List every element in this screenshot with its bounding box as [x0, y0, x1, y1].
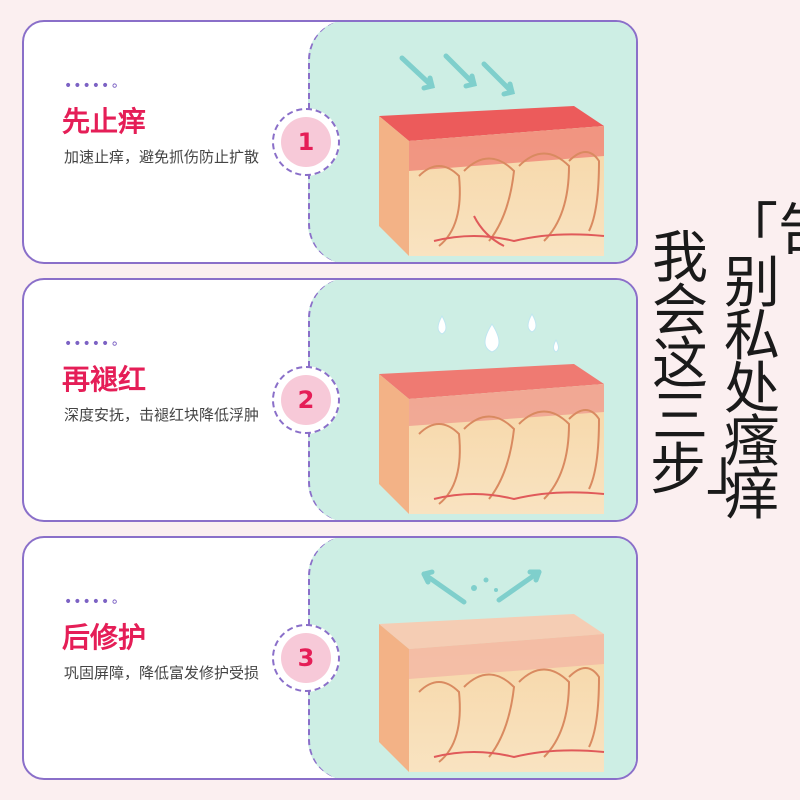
step-number: 1: [281, 117, 331, 167]
decorative-dots: •••••∘: [64, 336, 121, 352]
step-title: 先止痒: [62, 105, 147, 138]
headline-line-2: 我会这三步」: [650, 226, 762, 503]
skin-itch-illustration: [379, 53, 605, 256]
step-card-3: •••••∘ 后修护 巩固屏障，降低富发修护受损 3: [22, 536, 638, 780]
step-card-2: •••••∘ 再褪红 深度安抚，击褪红块降低浮肿 2: [22, 278, 638, 522]
step-number-badge: 1: [272, 108, 340, 176]
headline-line-1: 「告别私处瘙痒: [722, 198, 800, 528]
step-description: 巩固屏障，降低富发修护受损: [64, 664, 260, 682]
step-title: 后修护: [62, 621, 147, 654]
step-title: 再褪红: [62, 363, 147, 396]
step-description: 深度安抚，击褪红块降低浮肿: [64, 406, 260, 424]
step-number: 3: [281, 633, 331, 683]
skin-soothe-illustration: [379, 312, 605, 514]
step-description: 加速止痒，避免抓伤防止扩散: [64, 148, 260, 166]
step-number-badge: 3: [272, 624, 340, 692]
decorative-dots: •••••∘: [64, 78, 121, 94]
skin-repair-illustration: [379, 569, 605, 772]
step-number: 2: [281, 375, 331, 425]
decorative-dots: •••••∘: [64, 594, 121, 610]
step-number-badge: 2: [272, 366, 340, 434]
step-card-1: •••••∘ 先止痒 加速止痒，避免抓伤防止扩散 1: [22, 20, 638, 264]
